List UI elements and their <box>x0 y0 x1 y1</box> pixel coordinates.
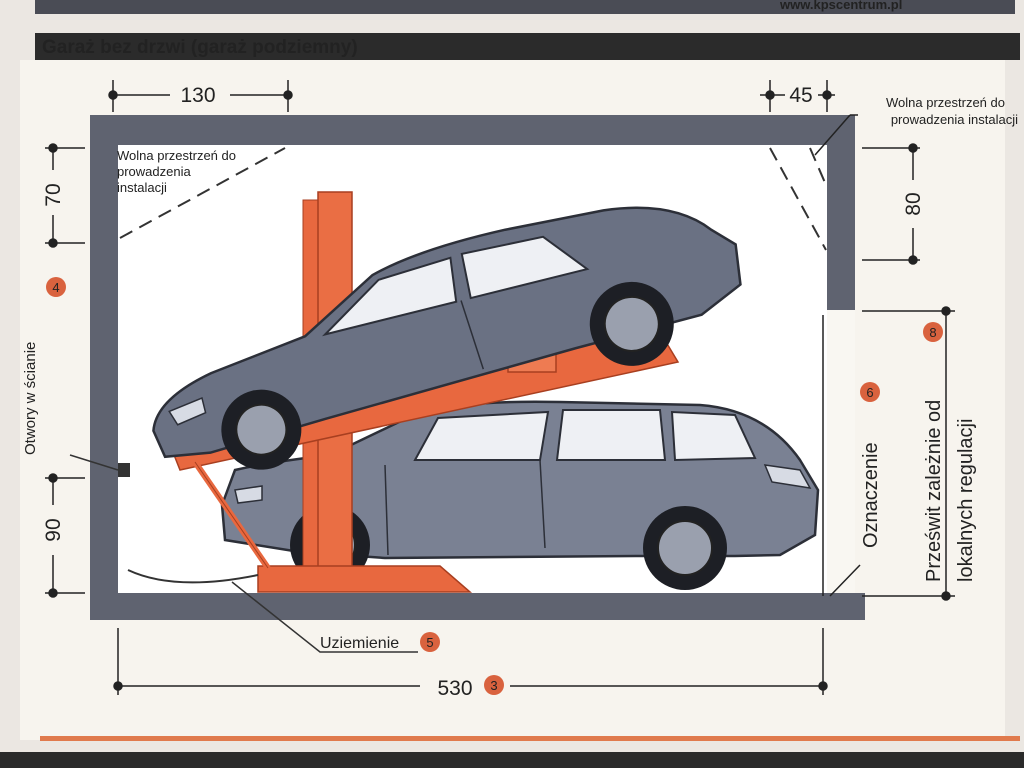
free-space-left-line3: instalacji <box>117 180 167 195</box>
clearance-line1: Prześwit zależnie od <box>923 400 945 582</box>
ceiling-wall <box>90 115 855 145</box>
dim-left-top: 70 <box>42 183 65 206</box>
page-title: Garaż bez drzwi (garaż podziemny) <box>42 37 358 58</box>
grounding-leader <box>231 581 418 653</box>
wall-opening-marker <box>118 463 130 477</box>
dim-bottom-width: 530 <box>437 677 472 700</box>
badge-clearance <box>923 322 943 342</box>
free-space-right-line2: prowadzenia instalacji <box>891 112 1018 127</box>
badge-clearance-num: 8 <box>929 325 936 340</box>
marking-label: Oznaczenie <box>860 442 882 548</box>
dim-left-bottom: 90 <box>42 518 65 541</box>
dim-top-left: 130 <box>180 84 215 107</box>
grounding-label: Uziemienie <box>320 635 399 652</box>
bottom-rule <box>40 736 1020 741</box>
dim-top-right: 45 <box>789 84 812 107</box>
badge-width-num: 3 <box>490 678 497 693</box>
top-strip <box>35 0 1015 14</box>
left-wall <box>90 115 118 620</box>
badge-wall-openings-num: 4 <box>52 280 59 295</box>
free-space-left-line1: Wolna przestrzeń do <box>117 148 236 163</box>
right-wall <box>827 115 855 310</box>
upper-car <box>152 206 742 470</box>
grounding-cable <box>127 569 259 584</box>
badge-grounding-num: 5 <box>426 635 433 650</box>
dim-right-top: 80 <box>902 192 925 215</box>
free-space-left-line2: prowadzenia <box>117 164 191 179</box>
badge-grounding <box>420 632 440 652</box>
free-space-right-line-1 <box>769 147 827 251</box>
badge-width <box>484 675 504 695</box>
floor-slab <box>90 593 865 620</box>
header-bar <box>35 33 1020 60</box>
wall-openings-label: Otwory w ścianie <box>22 342 39 455</box>
badge-marking <box>860 382 880 402</box>
top-url: www.kpscentrum.pl <box>779 0 902 12</box>
dimension-lines <box>45 80 955 695</box>
clearance-line2: lokalnych regulacji <box>955 419 977 582</box>
free-space-right-line-2 <box>809 147 827 186</box>
free-space-left-line <box>119 147 286 239</box>
free-space-right-line1: Wolna przestrzeń do <box>886 95 1005 110</box>
wall-opening-leader <box>69 454 119 471</box>
badge-marking-num: 6 <box>866 385 873 400</box>
badge-wall-openings <box>46 277 66 297</box>
screen-bezel <box>0 752 1024 768</box>
